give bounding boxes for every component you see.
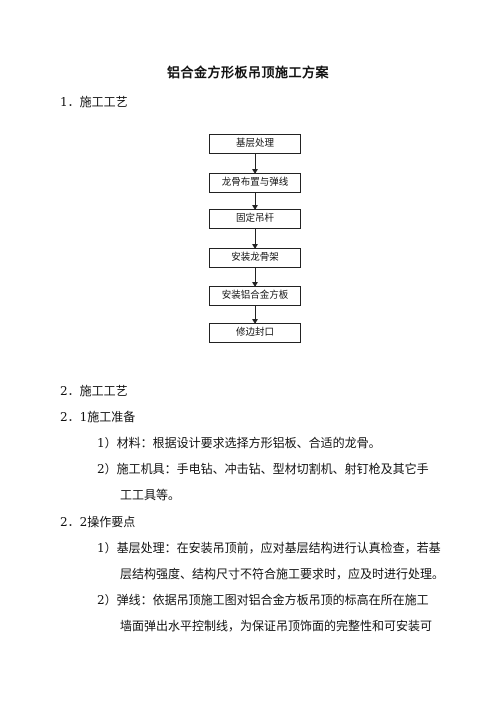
flow-step-6: 修边封口 <box>209 323 301 343</box>
section-1-heading: 1．施工工艺 <box>60 95 128 109</box>
flow-arrow-2 <box>252 193 258 210</box>
item-2-1-1: 1）材料：根据设计要求选择方形铝板、合适的龙骨。 <box>97 436 381 450</box>
section-2-heading: 2．施工工艺 <box>60 384 128 398</box>
flow-step-3: 固定吊杆 <box>209 209 301 229</box>
flow-arrow-1 <box>252 154 258 174</box>
flow-arrow-4 <box>252 268 258 287</box>
item-2-2-2-line2: 墙面弹出水平控制线，为保证吊顶饰面的完整性和可安装可 <box>120 619 433 633</box>
flow-arrow-5 <box>252 306 258 324</box>
item-2-2-1-line1: 1）基层处理：在安装吊顶前，应对基层结构进行认真检查，若基 <box>97 541 441 555</box>
flow-step-5: 安装铝合金方板 <box>209 286 301 306</box>
flow-step-2: 龙骨布置与弹线 <box>209 173 301 193</box>
item-2-1-2-line2: 工工具等。 <box>120 488 181 502</box>
item-2-2-1-line2: 层结构强度、结构尺寸不符合施工要求时，应及时进行处理。 <box>120 567 445 581</box>
item-2-2-2-line1: 2）弹线：依据吊顶施工图对铝合金方板吊顶的标高在所在施工 <box>97 593 429 607</box>
flow-step-4: 安装龙骨架 <box>209 248 301 268</box>
document-title: 铝合金方形板吊顶施工方案 <box>166 66 329 81</box>
item-2-1-2-line1: 2）施工机具：手电钻、冲击钻、型材切割机、射钉枪及其它手 <box>97 462 429 476</box>
subsection-2-2-heading: 2．2操作要点 <box>60 515 136 529</box>
flow-arrow-3 <box>252 229 258 249</box>
flow-step-1: 基层处理 <box>209 134 301 154</box>
subsection-2-1-heading: 2．1施工准备 <box>60 410 136 424</box>
